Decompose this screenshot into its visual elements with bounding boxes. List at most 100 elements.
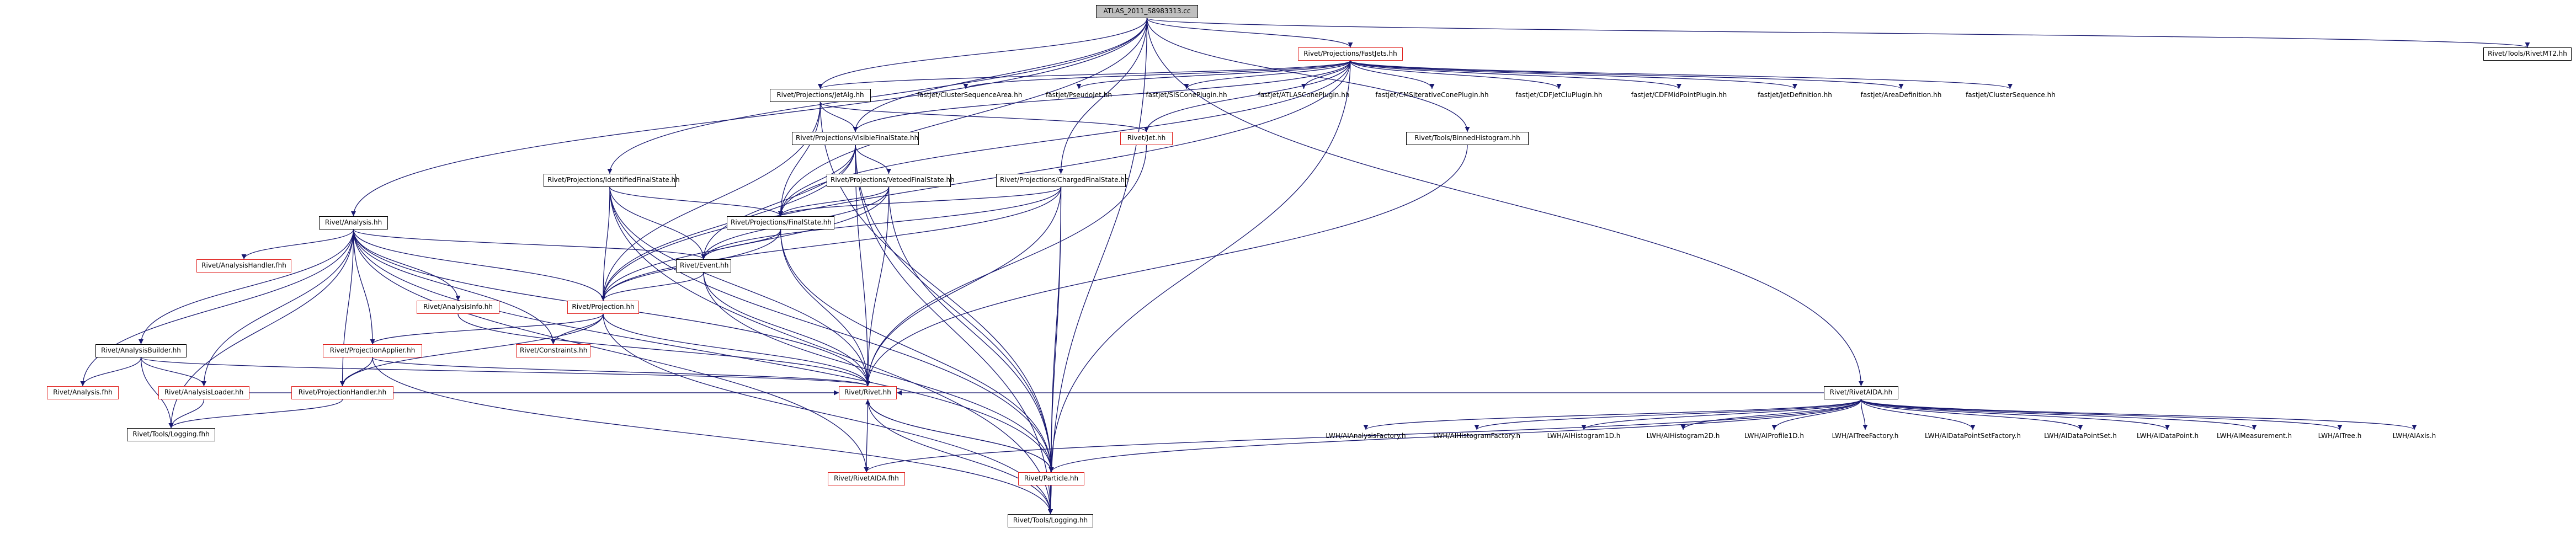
rivetaida-fhh-node[interactable]: Rivet/RivetAIDA.fhh [828,472,905,485]
finalstate-node[interactable]: Rivet/Projections/FinalState.hh [727,216,834,229]
lwh-histogram2d-node[interactable]: LWH/AIHistogram2D.h [1646,432,1720,440]
edge-fastjets-to-atlascone [1301,60,1351,89]
edge-identifiedfs-to-projection [600,186,610,301]
lwh-analysisfactory-node[interactable]: LWH/AIAnalysisFactory.h [1326,432,1406,440]
edge-finalstate-to-rivethh [780,229,871,387]
tools-logging-fhh-node[interactable]: Rivet/Tools/Logging.fhh [127,428,215,441]
lwh-histogram1d-node[interactable]: LWH/AIHistogram1D.h [1547,432,1621,440]
lwh-tree-node[interactable]: LWH/AITree.h [2318,432,2362,440]
visiblefinalstate-node[interactable]: Rivet/Projections/VisibleFinalState.hh [792,132,919,145]
fastjet-jetdefinition-node[interactable]: fastjet/JetDefinition.hh [1758,91,1832,99]
edge-chargedfs-to-rivethh [865,186,1062,387]
projectionhandler-node[interactable]: Rivet/ProjectionHandler.hh [291,386,393,399]
analysisloader-node[interactable]: Rivet/AnalysisLoader.hh [158,386,249,399]
rivetaida-hh-node[interactable]: Rivet/RivetAIDA.hh [1824,386,1898,399]
edge-chargedfs-to-toolslog [1047,186,1062,515]
edge-rivetaidahh-to-rivetaidafhh [864,399,1862,473]
edge-analysis-to-projhandler [339,229,354,387]
edge-finalstate-to-event [701,229,781,260]
edge-projapplier-to-toolslog [372,357,1053,515]
edge-rivetaidahh-to-lwh_meas [1860,399,2257,430]
edge-analysis-to-analysisloader [201,229,354,387]
edge-rivetaidahh-to-lwh_axis [1860,399,2417,430]
edge-fastjets-to-visiblefs [853,60,1351,132]
fastjet-siscone-node[interactable]: fastjet/SISConePlugin.hh [1146,91,1227,99]
particle-node[interactable]: Rivet/Particle.hh [1018,472,1084,485]
edge-fastjets-to-clusterseq [1350,60,2013,89]
rivet-hh-node[interactable]: Rivet/Rivet.hh [839,386,897,399]
constraints-node[interactable]: Rivet/Constraints.hh [516,344,590,357]
edge-rivetaidahh-to-lwh_hf [1474,399,1862,430]
analysis-hh-node[interactable]: Rivet/Analysis.hh [319,216,388,229]
tools-logging-hh-node[interactable]: Rivet/Tools/Logging.hh [1008,514,1093,527]
edge-identifiedfs-to-particle [609,186,1054,473]
edge-analysis-to-analysisbuilder [138,229,354,345]
projectionapplier-node[interactable]: Rivet/ProjectionApplier.hh [323,344,422,357]
edge-atlas-to-identifiedfs [607,18,1148,174]
edge-atlas-to-analysis [351,18,1148,217]
fastjet-cdfjetclu-node[interactable]: fastjet/CDFJetCluPlugin.hh [1515,91,1603,99]
lwh-datapoint-node[interactable]: LWH/AIDataPoint.h [2137,432,2199,440]
edge-jetalg-to-finalstate [778,102,821,217]
edge-visiblefs-to-event [701,145,856,260]
lwh-datapointsetfactory-node[interactable]: LWH/AIDataPointSetFactory.h [1925,432,2021,440]
edge-vetoedfs-to-finalstate [778,186,890,217]
binnedhistogram-node[interactable]: Rivet/Tools/BinnedHistogram.hh [1406,132,1529,145]
lwh-treefactory-node[interactable]: LWH/AITreeFactory.h [1832,432,1899,440]
lwh-datapointset-node[interactable]: LWH/AIDataPointSet.h [2044,432,2117,440]
fastjet-clusterseqarea-node[interactable]: fastjet/ClusterSequenceArea.hh [917,91,1023,99]
edge-rivetaidahh-to-lwh_tf [1860,399,1868,430]
lwh-profile1d-node[interactable]: LWH/AIProfile1D.h [1744,432,1804,440]
rivet-jet-node[interactable]: Rivet/Jet.hh [1120,132,1173,145]
fastjet-atlascone-node[interactable]: fastjet/ATLASConePlugin.hh [1258,91,1350,99]
edge-rivetaidahh-to-lwh_af [1363,399,1862,430]
analysis-fhh-node[interactable]: Rivet/Analysis.fhh [47,386,119,399]
edge-rivethh-to-toolslog [867,399,1053,515]
edge-vetoedfs-to-rivethh [865,186,890,387]
edge-fastjets-to-finalstate [778,60,1351,217]
lwh-histogramfactory-node[interactable]: LWH/AIHistogramFactory.h [1433,432,1521,440]
edge-fastjets-to-cmsiter [1350,60,1435,89]
edge-analysis-to-projection [353,229,606,301]
edge-rivetaidahh-to-lwh_h1 [1581,399,1862,430]
event-node[interactable]: Rivet/Event.hh [676,259,731,273]
edge-jetalg-to-rivetjet [819,102,1149,132]
edge-rivetaidahh-to-lwh_tree [1860,399,2343,430]
analysisbuilder-node[interactable]: Rivet/AnalysisBuilder.hh [95,344,187,357]
edge-fastjets-to-jetalg [818,60,1351,89]
fastjet-pseudojet-node[interactable]: fastjet/PseudoJet.hh [1046,91,1112,99]
rivetmt2-node[interactable]: Rivet/Tools/RivetMT2.hh [2483,47,2572,61]
edge-visiblefs-to-particle [855,145,1054,473]
edge-event-to-particle [703,272,1054,473]
edge-analysisbuilder-to-analysisfhh [80,357,142,387]
analysishandler-node[interactable]: Rivet/AnalysisHandler.fhh [196,259,291,273]
edge-fastjets-to-cluster_seq_area [963,60,1351,89]
edge-rivetaidahh-to-lwh_dps [1860,399,2083,430]
root-file-node[interactable]: ATLAS_2011_S8983313.cc [1096,5,1198,18]
identifiedfinalstate-node[interactable]: Rivet/Projections/IdentifiedFinalState.h… [544,174,680,187]
lwh-axis-node[interactable]: LWH/AIAxis.h [2392,432,2436,440]
edge-identifiedfs-to-event [609,186,706,260]
vetoedfinalstate-node[interactable]: Rivet/Projections/VetoedFinalState.hh [827,174,955,187]
fastjet-cdfmidpoint-node[interactable]: fastjet/CDFMidPointPlugin.hh [1631,91,1727,99]
projection-node[interactable]: Rivet/Projection.hh [567,301,639,314]
edge-particle-to-toolslog [1047,485,1053,515]
edge-rivetjet-to-rivethh [865,145,1147,387]
edge-atlas-to-binnedhisto [1146,18,1470,132]
fastjet-areadefinition-node[interactable]: fastjet/AreaDefinition.hh [1860,91,1942,99]
fastjets-node[interactable]: Rivet/Projections/FastJets.hh [1298,47,1403,61]
analysisinfo-node[interactable]: Rivet/AnalysisInfo.hh [417,301,499,314]
lwh-measurement-node[interactable]: LWH/AIMeasurement.h [2217,432,2292,440]
edge-atlas-to-visiblefs [853,18,1148,132]
edge-visiblefs-to-finalstate [778,145,856,217]
edge-chargedfs-to-projection [600,186,1062,301]
fastjet-cmsiterative-node[interactable]: fastjet/CMSIterativeConePlugin.hh [1375,91,1489,99]
edge-event-to-projection [600,272,704,301]
chargedfinalstate-node[interactable]: Rivet/Projections/ChargedFinalState.hh [996,174,1129,187]
fastjet-clustersequence-node[interactable]: fastjet/ClusterSequence.hh [1966,91,2056,99]
jetalg-node[interactable]: Rivet/Projections/JetAlg.hh [770,89,871,102]
edge-projapplier-to-projhandler [339,357,373,387]
edge-rivetaidahh-to-particle [1049,399,1862,473]
